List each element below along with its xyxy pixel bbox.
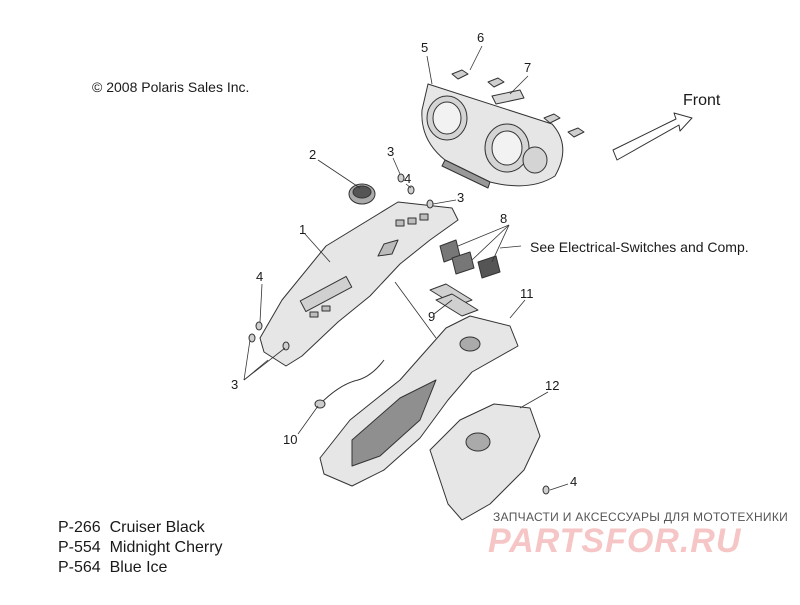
legend-code: P-554 [58,539,101,556]
callout-3: 3 [387,144,395,159]
legend-row: P-266 Cruiser Black [58,518,223,538]
copyright-notice: © 2008 Polaris Sales Inc. [92,79,250,95]
front-arrow-icon [612,112,693,161]
front-direction-label: Front [683,92,721,109]
watermark-tagline: ЗАПЧАСТИ И АКСЕССУАРЫ ДЛЯ МОТОТЕХНИКИ [493,510,789,524]
color-code-legend: P-266 Cruiser Black P-554 Midnight Cherr… [58,518,223,578]
main-console [259,201,459,367]
legend-code: P-266 [58,519,101,536]
callout-7: 7 [524,60,532,75]
legend-color-name: Blue Ice [109,559,168,576]
legend-color-name: Midnight Cherry [109,539,223,556]
leader-lines [243,45,569,491]
callout-12: 12 [545,378,560,393]
legend-code: P-564 [58,559,101,576]
legend-row: P-554 Midnight Cherry [58,538,223,558]
fastener-set [248,173,550,495]
indicator-lens [491,89,525,105]
electrical-reference-note: See Electrical-Switches and Comp. [530,239,749,255]
callout-1: 1 [299,222,307,237]
wire-harness [314,359,385,409]
callout-6: 6 [477,30,485,45]
callout-11: 11 [520,286,534,301]
callout-4: 4 [404,171,412,186]
callout-5: 5 [421,40,429,55]
callout-4: 4 [256,269,264,284]
lower-cover [429,403,541,521]
clip-set [451,69,585,138]
callout-3: 3 [457,190,465,205]
callout-3: 3 [231,377,239,392]
round-gauge [348,183,376,205]
watermark-logo: PARTSFOR.RU [488,522,742,560]
instrument-cluster-housing [421,83,564,189]
callout-9: 9 [428,309,436,324]
callout-8: 8 [500,211,508,226]
switch-bezel-set [429,283,479,317]
legend-color-name: Cruiser Black [109,519,205,536]
callout-2: 2 [309,147,317,162]
lower-console-frame [319,315,519,487]
switch-set [439,239,501,279]
legend-row: P-564 Blue Ice [58,558,223,578]
callout-4: 4 [570,474,578,489]
callout-10: 10 [283,432,298,447]
